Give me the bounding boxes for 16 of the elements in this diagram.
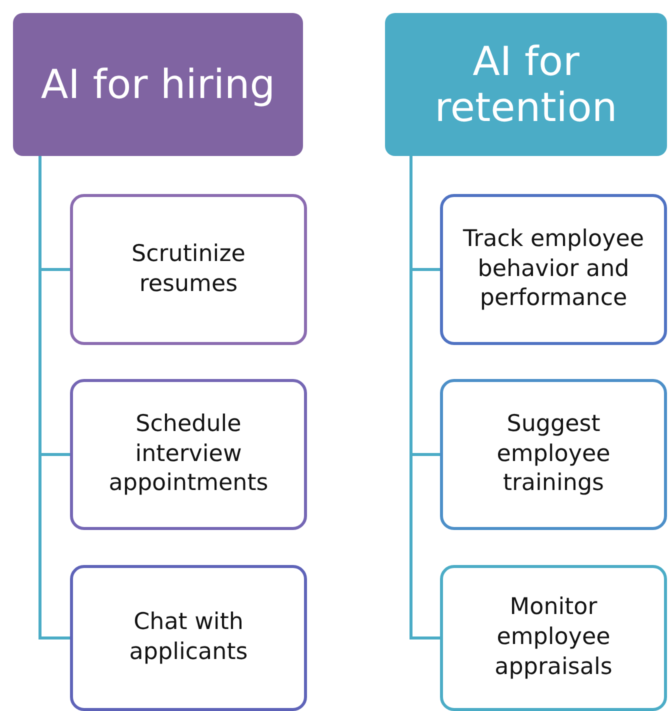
- item-text: Track employee behavior and performance: [462, 224, 646, 314]
- process-box: [440, 194, 667, 345]
- process-box: [70, 565, 307, 711]
- header-text: AI for hiring: [40, 62, 276, 108]
- item-text: Chat with applicants: [128, 608, 249, 667]
- process-box: [440, 379, 667, 530]
- item-text: Scrutinize resumes: [130, 240, 246, 298]
- item-text: Monitor employee appraisals: [494, 593, 614, 682]
- process-box: [70, 194, 307, 345]
- item-text: Suggest employee trainings: [496, 410, 612, 498]
- header-box: [385, 13, 667, 156]
- header-box: [13, 13, 303, 156]
- header-text: AI for retention: [434, 38, 618, 130]
- process-box: [70, 379, 307, 530]
- item-text: Schedule interview appointments: [108, 410, 270, 498]
- process-box: [440, 565, 667, 711]
